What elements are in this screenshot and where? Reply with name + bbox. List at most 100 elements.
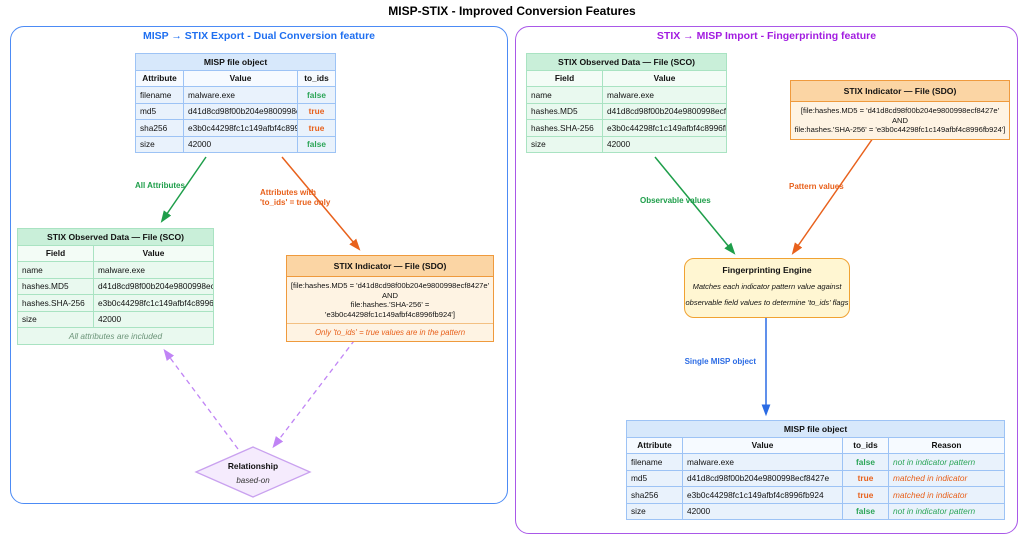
column-header: to_ids (296, 69, 337, 87)
indicator-title: STIX Indicator — File (SDO) (791, 81, 1009, 102)
value-cell: e3b0c44298fc1c149afbf4c8996fb924 (93, 294, 214, 312)
column-header-row: Field Value (17, 244, 214, 262)
stix-observed-data-table-export: STIX Observed Data — File (SCO) Field Va… (17, 228, 214, 345)
value-cell: 42000 (93, 310, 214, 328)
indicator-pattern: [file:hashes.MD5 = 'd41d8cd98f00b204e980… (287, 277, 493, 323)
misp-file-object-table-export: MISP file object Attribute Value to_ids … (134, 53, 337, 153)
column-header: Value (183, 69, 298, 87)
stix-observed-data-table-import: STIX Observed Data — File (SCO) Field Va… (526, 53, 727, 153)
indicator-pattern-line2: file:hashes.'SHA-256' = 'e3b0c44298fc1c1… (325, 300, 455, 319)
page-title: MISP-STIX - Improved Conversion Features (388, 4, 636, 18)
indicator-pattern: [file:hashes.MD5 = 'd41d8cd98f00b204e980… (791, 102, 1009, 139)
table-row: hashes.MD5 d41d8cd98f00b204e9800998ecf84… (526, 102, 727, 120)
table-title: STIX Observed Data — File (SCO) (17, 228, 214, 246)
value-cell: d41d8cd98f00b204e9800998ecf8427e (183, 102, 298, 120)
table-row: md5 d41d8cd98f00b204e9800998ecf8427e tru… (626, 469, 1006, 487)
attribute-cell: sha256 (135, 119, 184, 137)
reason-cell: not in indicator pattern (887, 502, 1006, 520)
to-ids-cell: false (842, 453, 889, 471)
table-row: size 42000 (17, 310, 214, 328)
fingerprinting-engine-box: Fingerprinting Engine Matches each indic… (684, 258, 850, 318)
column-header-row: Field Value (526, 69, 727, 87)
stix-indicator-box-export: STIX Indicator — File (SDO) [file:hashes… (286, 255, 494, 342)
value-cell: d41d8cd98f00b204e9800998ecf8427e (682, 469, 843, 487)
table-footer-note: All attributes are included (17, 327, 214, 345)
column-header: Value (682, 436, 843, 454)
reason-cell: not in indicator pattern (887, 453, 1006, 471)
table-row: size 42000 false not in indicator patter… (626, 502, 1006, 520)
column-header: Reason (887, 436, 1006, 454)
to-ids-cell: true (296, 119, 337, 137)
table-row: filename malware.exe false not in indica… (626, 453, 1006, 471)
column-header: Field (526, 69, 603, 87)
table-row: hashes.SHA-256 e3b0c44298fc1c149afbf4c89… (526, 119, 727, 137)
attribute-cell: md5 (135, 102, 184, 120)
column-header: Field (17, 244, 94, 262)
engine-title: Fingerprinting Engine (722, 265, 812, 275)
column-header-row: Attribute Value to_ids (135, 69, 337, 87)
attribute-cell: size (135, 135, 184, 153)
table-row: sha256 e3b0c44298fc1c149afbf4c8996fb924 … (135, 119, 337, 137)
value-cell: 42000 (183, 135, 298, 153)
to-ids-cell: false (842, 502, 889, 520)
field-cell: name (526, 86, 603, 104)
to-ids-only-label: Attributes with 'to_ids' = true only (260, 188, 330, 207)
column-header-row: Attribute Value to_ids Reason (626, 436, 1006, 454)
table-row: size 42000 (526, 135, 727, 153)
field-cell: hashes.MD5 (17, 277, 94, 295)
field-cell: size (17, 310, 94, 328)
to-ids-cell: false (296, 86, 337, 104)
value-cell: e3b0c44298fc1c149afbf4c8996fb924 (682, 486, 843, 504)
attribute-cell: sha256 (626, 486, 683, 504)
value-cell: 42000 (602, 135, 727, 153)
reason-cell: matched in indicator (887, 486, 1006, 504)
all-attributes-label: All Attributes (135, 181, 185, 190)
table-row: md5 d41d8cd98f00b204e9800998ecf8427e tru… (135, 102, 337, 120)
table-title: STIX Observed Data — File (SCO) (526, 53, 727, 71)
export-panel-title: MISP → STIX Export - Dual Conversion fea… (142, 30, 375, 42)
misp-file-object-table-import: MISP file object Attribute Value to_ids … (625, 420, 1006, 520)
attribute-cell: size (626, 502, 683, 520)
stix-indicator-box-import: STIX Indicator — File (SDO) [file:hashes… (790, 80, 1010, 140)
value-cell: malware.exe (183, 86, 298, 104)
import-panel (515, 26, 1018, 534)
to-ids-cell: true (842, 469, 889, 487)
attribute-cell: filename (135, 86, 184, 104)
engine-description-line2: observable field values to determine 'to… (685, 298, 849, 307)
table-row: name malware.exe (526, 86, 727, 104)
field-cell: hashes.MD5 (526, 102, 603, 120)
value-cell: e3b0c44298fc1c149afbf4c8996fb924 (602, 119, 727, 137)
column-header: to_ids (842, 436, 889, 454)
engine-description-line1: Matches each indicator pattern value aga… (692, 282, 842, 291)
column-header: Attribute (135, 69, 184, 87)
column-header: Value (93, 244, 214, 262)
table-title: MISP file object (625, 420, 1006, 438)
relationship-title: Relationship (227, 461, 279, 471)
indicator-footer-note: Only 'to_ids' = true values are in the p… (287, 323, 493, 341)
column-header: Attribute (626, 436, 683, 454)
value-cell: malware.exe (93, 261, 214, 279)
field-cell: size (526, 135, 603, 153)
value-cell: 42000 (682, 502, 843, 520)
table-title: MISP file object (134, 53, 337, 71)
indicator-pattern-line1: [file:hashes.MD5 = 'd41d8cd98f00b204e980… (800, 106, 1000, 125)
indicator-title: STIX Indicator — File (SDO) (287, 256, 493, 277)
field-cell: hashes.SHA-256 (526, 119, 603, 137)
attribute-cell: md5 (626, 469, 683, 487)
value-cell: malware.exe (602, 86, 727, 104)
value-cell: malware.exe (682, 453, 843, 471)
column-header: Value (602, 69, 727, 87)
import-panel-title: STIX → MISP Import - Fingerprinting feat… (656, 30, 877, 42)
to-ids-only-label-line1: Attributes with (260, 188, 316, 197)
table-row: name malware.exe (17, 261, 214, 279)
table-row: filename malware.exe false (135, 86, 337, 104)
reason-cell: matched in indicator (887, 469, 1006, 487)
relationship-subtitle: based-on (236, 476, 270, 485)
field-cell: name (17, 261, 94, 279)
to-ids-only-label-line2: 'to_ids' = true only (260, 197, 331, 207)
table-row: hashes.MD5 d41d8cd98f00b204e9800998ecf84… (17, 277, 214, 295)
attribute-cell: filename (626, 453, 683, 471)
value-cell: d41d8cd98f00b204e9800998ecf8427e (602, 102, 727, 120)
indicator-pattern-line2: file:hashes.'SHA-256' = 'e3b0c44298fc1c1… (794, 125, 1006, 134)
